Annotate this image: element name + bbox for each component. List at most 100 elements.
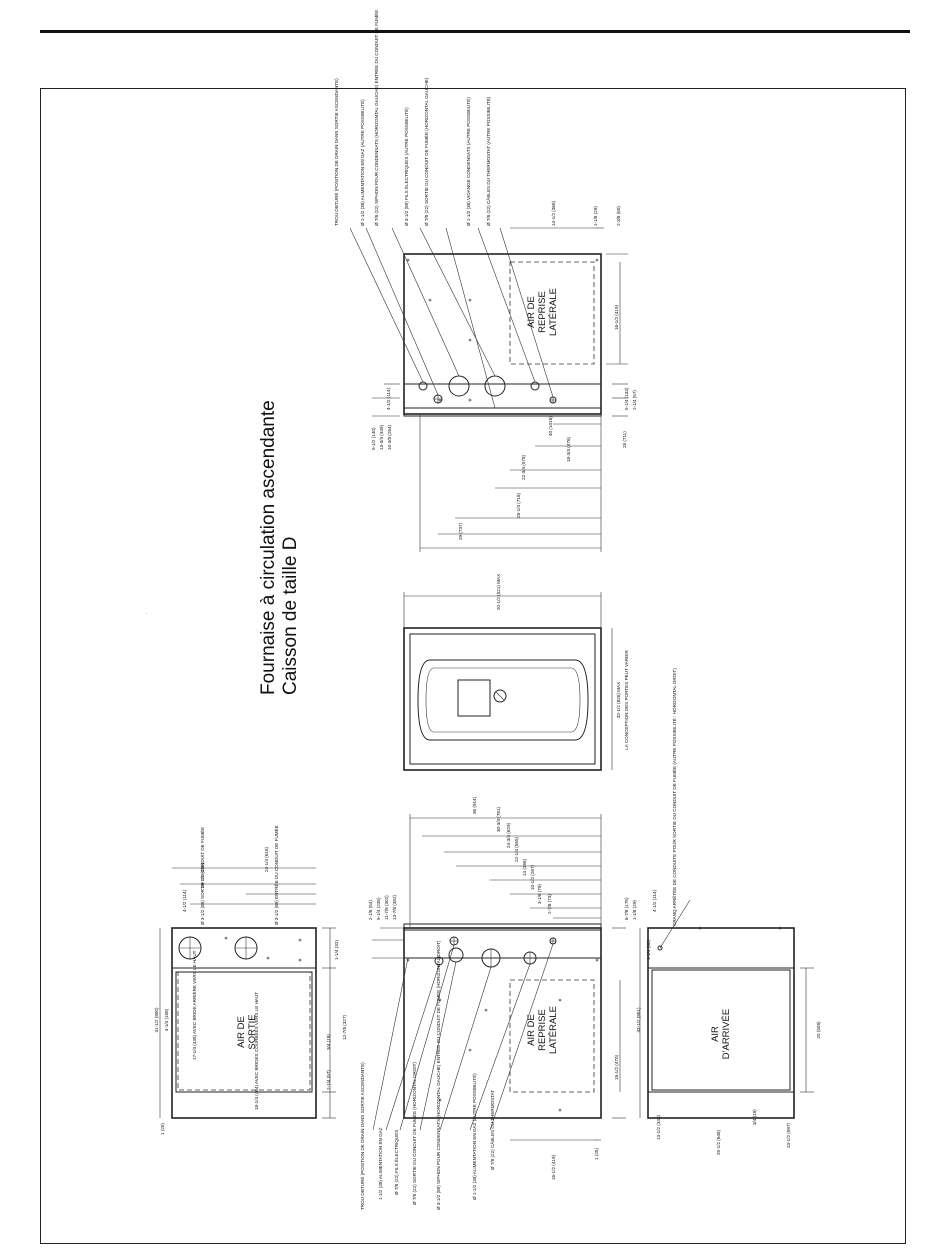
- knockout-hole: [418, 381, 428, 391]
- svg-text:4-1/4 (108): 4-1/4 (108): [164, 1008, 169, 1031]
- svg-text:4-1/2 (114): 4-1/2 (114): [182, 889, 187, 912]
- svg-text:14 (356): 14 (356): [522, 858, 527, 876]
- svg-text:36 (914): 36 (914): [472, 796, 477, 814]
- svg-text:2-7/8 (73): 2-7/8 (73): [547, 894, 552, 914]
- svg-text:1-1/4 (32): 1-1/4 (32): [646, 940, 651, 960]
- svg-text:Ø 7/8 (22) FILS ÉLECTRIQUES: Ø 7/8 (22) FILS ÉLECTRIQUES: [393, 1130, 399, 1195]
- svg-text:3/4 (19): 3/4 (19): [752, 1109, 757, 1125]
- svg-text:5-1/2 (140): 5-1/2 (140): [371, 427, 376, 450]
- svg-text:13-7/8 (352): 13-7/8 (352): [392, 895, 397, 920]
- flue-inlet-hole: [448, 375, 470, 397]
- svg-text:17-1/4 (438) AVEC BRIDE ARRIÈR: 17-1/4 (438) AVEC BRIDE ARRIÈRE VERS LE …: [191, 950, 197, 1060]
- svg-text:30-3/4 (781): 30-3/4 (781): [496, 807, 501, 832]
- front-view: 20-1/2 (521) MAX 32-1/2 (826) MAX LA CON…: [403, 574, 629, 771]
- svg-text:19-1/2 (495): 19-1/2 (495): [200, 863, 205, 888]
- svg-text:10-3/8 (264): 10-3/8 (264): [387, 425, 392, 450]
- svg-text:2-3/8 (60): 2-3/8 (60): [616, 206, 621, 226]
- svg-text:LATÉRALE: LATÉRALE: [548, 1006, 559, 1054]
- svg-text:23-1/2 (597): 23-1/2 (597): [786, 1123, 791, 1148]
- outlet-view: AIR DE SORTIE 31-1/2 (800) 4-1/4 (108) 1…: [154, 825, 347, 1135]
- flue-outlet-hole: [484, 375, 506, 397]
- svg-text:22-1/4 (565): 22-1/4 (565): [514, 837, 519, 862]
- svg-text:12-7/8 (327): 12-7/8 (327): [342, 1015, 347, 1040]
- svg-text:Ø 3-1/2 (89) SIPHON POUR CONDE: Ø 3-1/2 (89) SIPHON POUR CONDENSATS (HOR…: [435, 940, 441, 1210]
- svg-text:16-1/2 (419): 16-1/2 (419): [551, 1155, 556, 1180]
- svg-text:5-1/4 (133): 5-1/4 (133): [624, 387, 629, 410]
- svg-text:CRANQ ARRÊTÉE DE CONDUITE POUR: CRANQ ARRÊTÉE DE CONDUITE POUR SORTIE DU…: [670, 668, 677, 926]
- title-line-2: Caisson de taille D: [280, 537, 301, 695]
- side-view-upper: AIR DE REPRISE LATÉRALE: [349, 227, 628, 552]
- svg-text:AIR DE: AIR DE: [236, 1016, 247, 1048]
- svg-text:TROU OBTURÉ (POSITION DE DRAIN: TROU OBTURÉ (POSITION DE DRAIN DANS SORT…: [359, 1062, 365, 1210]
- svg-text:1-1/2 (38) ALIMENTATION EN GAZ: 1-1/2 (38) ALIMENTATION EN GAZ: [378, 1127, 383, 1200]
- svg-text:D'ARRIVÉE: D'ARRIVÉE: [721, 1009, 732, 1059]
- svg-text:Ø 1-1/2 (38) ALIMENTATION EN G: Ø 1-1/2 (38) ALIMENTATION EN GAZ (AUTRE …: [359, 99, 365, 226]
- svg-text:6-7/8 (175): 6-7/8 (175): [624, 897, 629, 920]
- svg-text:13-3/4 (349): 13-3/4 (349): [379, 425, 384, 450]
- svg-text:1-1/4 (32): 1-1/4 (32): [334, 940, 339, 960]
- svg-text:AIR: AIR: [710, 1026, 721, 1042]
- drawing-frame: [40, 88, 906, 1244]
- svg-text:10-1/2 (267): 10-1/2 (267): [530, 865, 535, 890]
- svg-text:2-1/8 (54): 2-1/8 (54): [368, 900, 373, 920]
- svg-text:18-1/2 (470): 18-1/2 (470): [614, 1055, 619, 1080]
- svg-text:Ø 3-1/2 (89) ENTRÉE DU CONDUIT: Ø 3-1/2 (89) ENTRÉE DU CONDUIT DE FUMÉE: [273, 825, 279, 925]
- stray-mark: .: [146, 610, 147, 615]
- svg-text:2-1/4 (57): 2-1/4 (57): [326, 1070, 331, 1090]
- svg-text:13-1/2 (343): 13-1/2 (343): [656, 1115, 661, 1140]
- svg-text:1 (25): 1 (25): [594, 1148, 599, 1160]
- svg-text:32-1/2 (826) MAX: 32-1/2 (826) MAX: [616, 682, 621, 718]
- svg-text:Ø 7/8 (22) SIPHON POUR CONDENS: Ø 7/8 (22) SIPHON POUR CONDENSATS (HORIZ…: [373, 10, 379, 226]
- svg-text:28 (711): 28 (711): [622, 431, 627, 448]
- condensate-hole: [530, 381, 540, 391]
- svg-text:9-1/4 (235): 9-1/4 (235): [376, 897, 381, 920]
- svg-text:4-1/2 (114): 4-1/2 (114): [652, 889, 657, 912]
- svg-text:20 (508): 20 (508): [816, 1021, 821, 1039]
- svg-text:Ø 7/8 (22) CÂBLES DU THERMOSTA: Ø 7/8 (22) CÂBLES DU THERMOSTAT (AUTRE P…: [485, 96, 491, 226]
- svg-text:24-1/4 (616): 24-1/4 (616): [264, 847, 269, 872]
- dims-bottom: 36 (914) 30-3/4 (781) 24-3/4 (629) 22-1/…: [368, 796, 637, 1180]
- svg-text:29 (737): 29 (737): [458, 522, 463, 540]
- svg-text:AIR DE: AIR DE: [526, 296, 537, 328]
- svg-text:24-3/4 (629): 24-3/4 (629): [506, 823, 511, 848]
- side-view-lower: AIR DE REPRISE LATÉRALE: [372, 814, 626, 1141]
- svg-text:1-1/8 (29): 1-1/8 (29): [632, 900, 637, 920]
- svg-text:16-1/2 (419): 16-1/2 (419): [614, 305, 619, 330]
- svg-text:AIR DE: AIR DE: [526, 1014, 537, 1046]
- svg-text:4-1/2 (114): 4-1/2 (114): [386, 387, 391, 410]
- svg-text:28-1/4 (718): 28-1/4 (718): [516, 493, 521, 518]
- svg-text:18-1/4 (464) AVEC BRIDES COURB: 18-1/4 (464) AVEC BRIDES COURBÉES VERS L…: [253, 992, 259, 1110]
- svg-text:25-1/2 (648): 25-1/2 (648): [716, 1130, 721, 1155]
- svg-text:SORTIE: SORTIE: [247, 1014, 258, 1049]
- svg-text:3/4 (19): 3/4 (19): [326, 1034, 331, 1050]
- svg-text:14-1/2 (368): 14-1/2 (368): [551, 201, 556, 226]
- svg-text:Ø 3-1/2 (89) FILS ÉLECTRIQUES: Ø 3-1/2 (89) FILS ÉLECTRIQUES (AUTRE POS…: [403, 107, 409, 226]
- svg-text:REPRISE: REPRISE: [537, 1009, 548, 1051]
- svg-text:18-3/4 (476): 18-3/4 (476): [566, 437, 571, 462]
- title-line-1: Fournaise à circulation ascendante: [258, 400, 279, 695]
- top-rule: [40, 30, 910, 33]
- door-knob: [493, 689, 507, 703]
- svg-text:TROU OBTURÉ (POSITION DE DRAIN: TROU OBTURÉ (POSITION DE DRAIN DANS SORT…: [333, 78, 339, 226]
- svg-text:LATÉRALE: LATÉRALE: [548, 288, 559, 336]
- svg-text:Ø 1-1/2 (38) VIDANGE CONDENSAT: Ø 1-1/2 (38) VIDANGE CONDENSATS (AUTRE P…: [465, 97, 471, 226]
- svg-text:Ø 1-1/2 (38) ALIMENTATION EN G: Ø 1-1/2 (38) ALIMENTATION EN GAZ (AUTRE …: [471, 1073, 477, 1200]
- callouts-bottom: TROU OBTURÉ (POSITION DE DRAIN DANS SORT…: [359, 940, 495, 1210]
- svg-text:Ø 7/8 (22) SORTIE DU CONDUIT D: Ø 7/8 (22) SORTIE DU CONDUIT DE FUMÉE (H…: [411, 1062, 417, 1205]
- svg-text:31-1/2 (800): 31-1/2 (800): [154, 1007, 159, 1032]
- svg-text:REPRISE: REPRISE: [537, 291, 548, 333]
- svg-text:2-1/4 (57): 2-1/4 (57): [632, 390, 637, 410]
- svg-text:33-1/2 (851): 33-1/2 (851): [636, 1007, 641, 1032]
- dims-top: 14-1/2 (368) 1-1/8 (29) 2-3/8 (60) 16-1/…: [371, 201, 637, 540]
- callouts-top: TROU OBTURÉ (POSITION DE DRAIN DANS SORT…: [333, 10, 491, 226]
- svg-text:1 (25): 1 (25): [160, 1123, 165, 1135]
- svg-text:3-1/8 (79): 3-1/8 (79): [537, 884, 542, 904]
- svg-text:Ø 3-1/2 (89) SORTIE DU CONDUIT: Ø 3-1/2 (89) SORTIE DU CONDUIT DE FUMÉE: [199, 827, 205, 925]
- page-title: Fournaise à circulation ascendante Caiss…: [258, 400, 301, 695]
- svg-text:40 (1016): 40 (1016): [548, 416, 553, 436]
- svg-text:1-1/8 (29): 1-1/8 (29): [593, 206, 598, 226]
- svg-text:20-1/2 (521) MAX: 20-1/2 (521) MAX: [496, 574, 501, 610]
- svg-text:LA CONCEPTION DES PORTES PEUT: LA CONCEPTION DES PORTES PEUT VARIER: [624, 650, 629, 750]
- svg-text:Ø 7/8 (22) CÂBLES DU THERMOSTA: Ø 7/8 (22) CÂBLES DU THERMOSTAT: [489, 1090, 495, 1170]
